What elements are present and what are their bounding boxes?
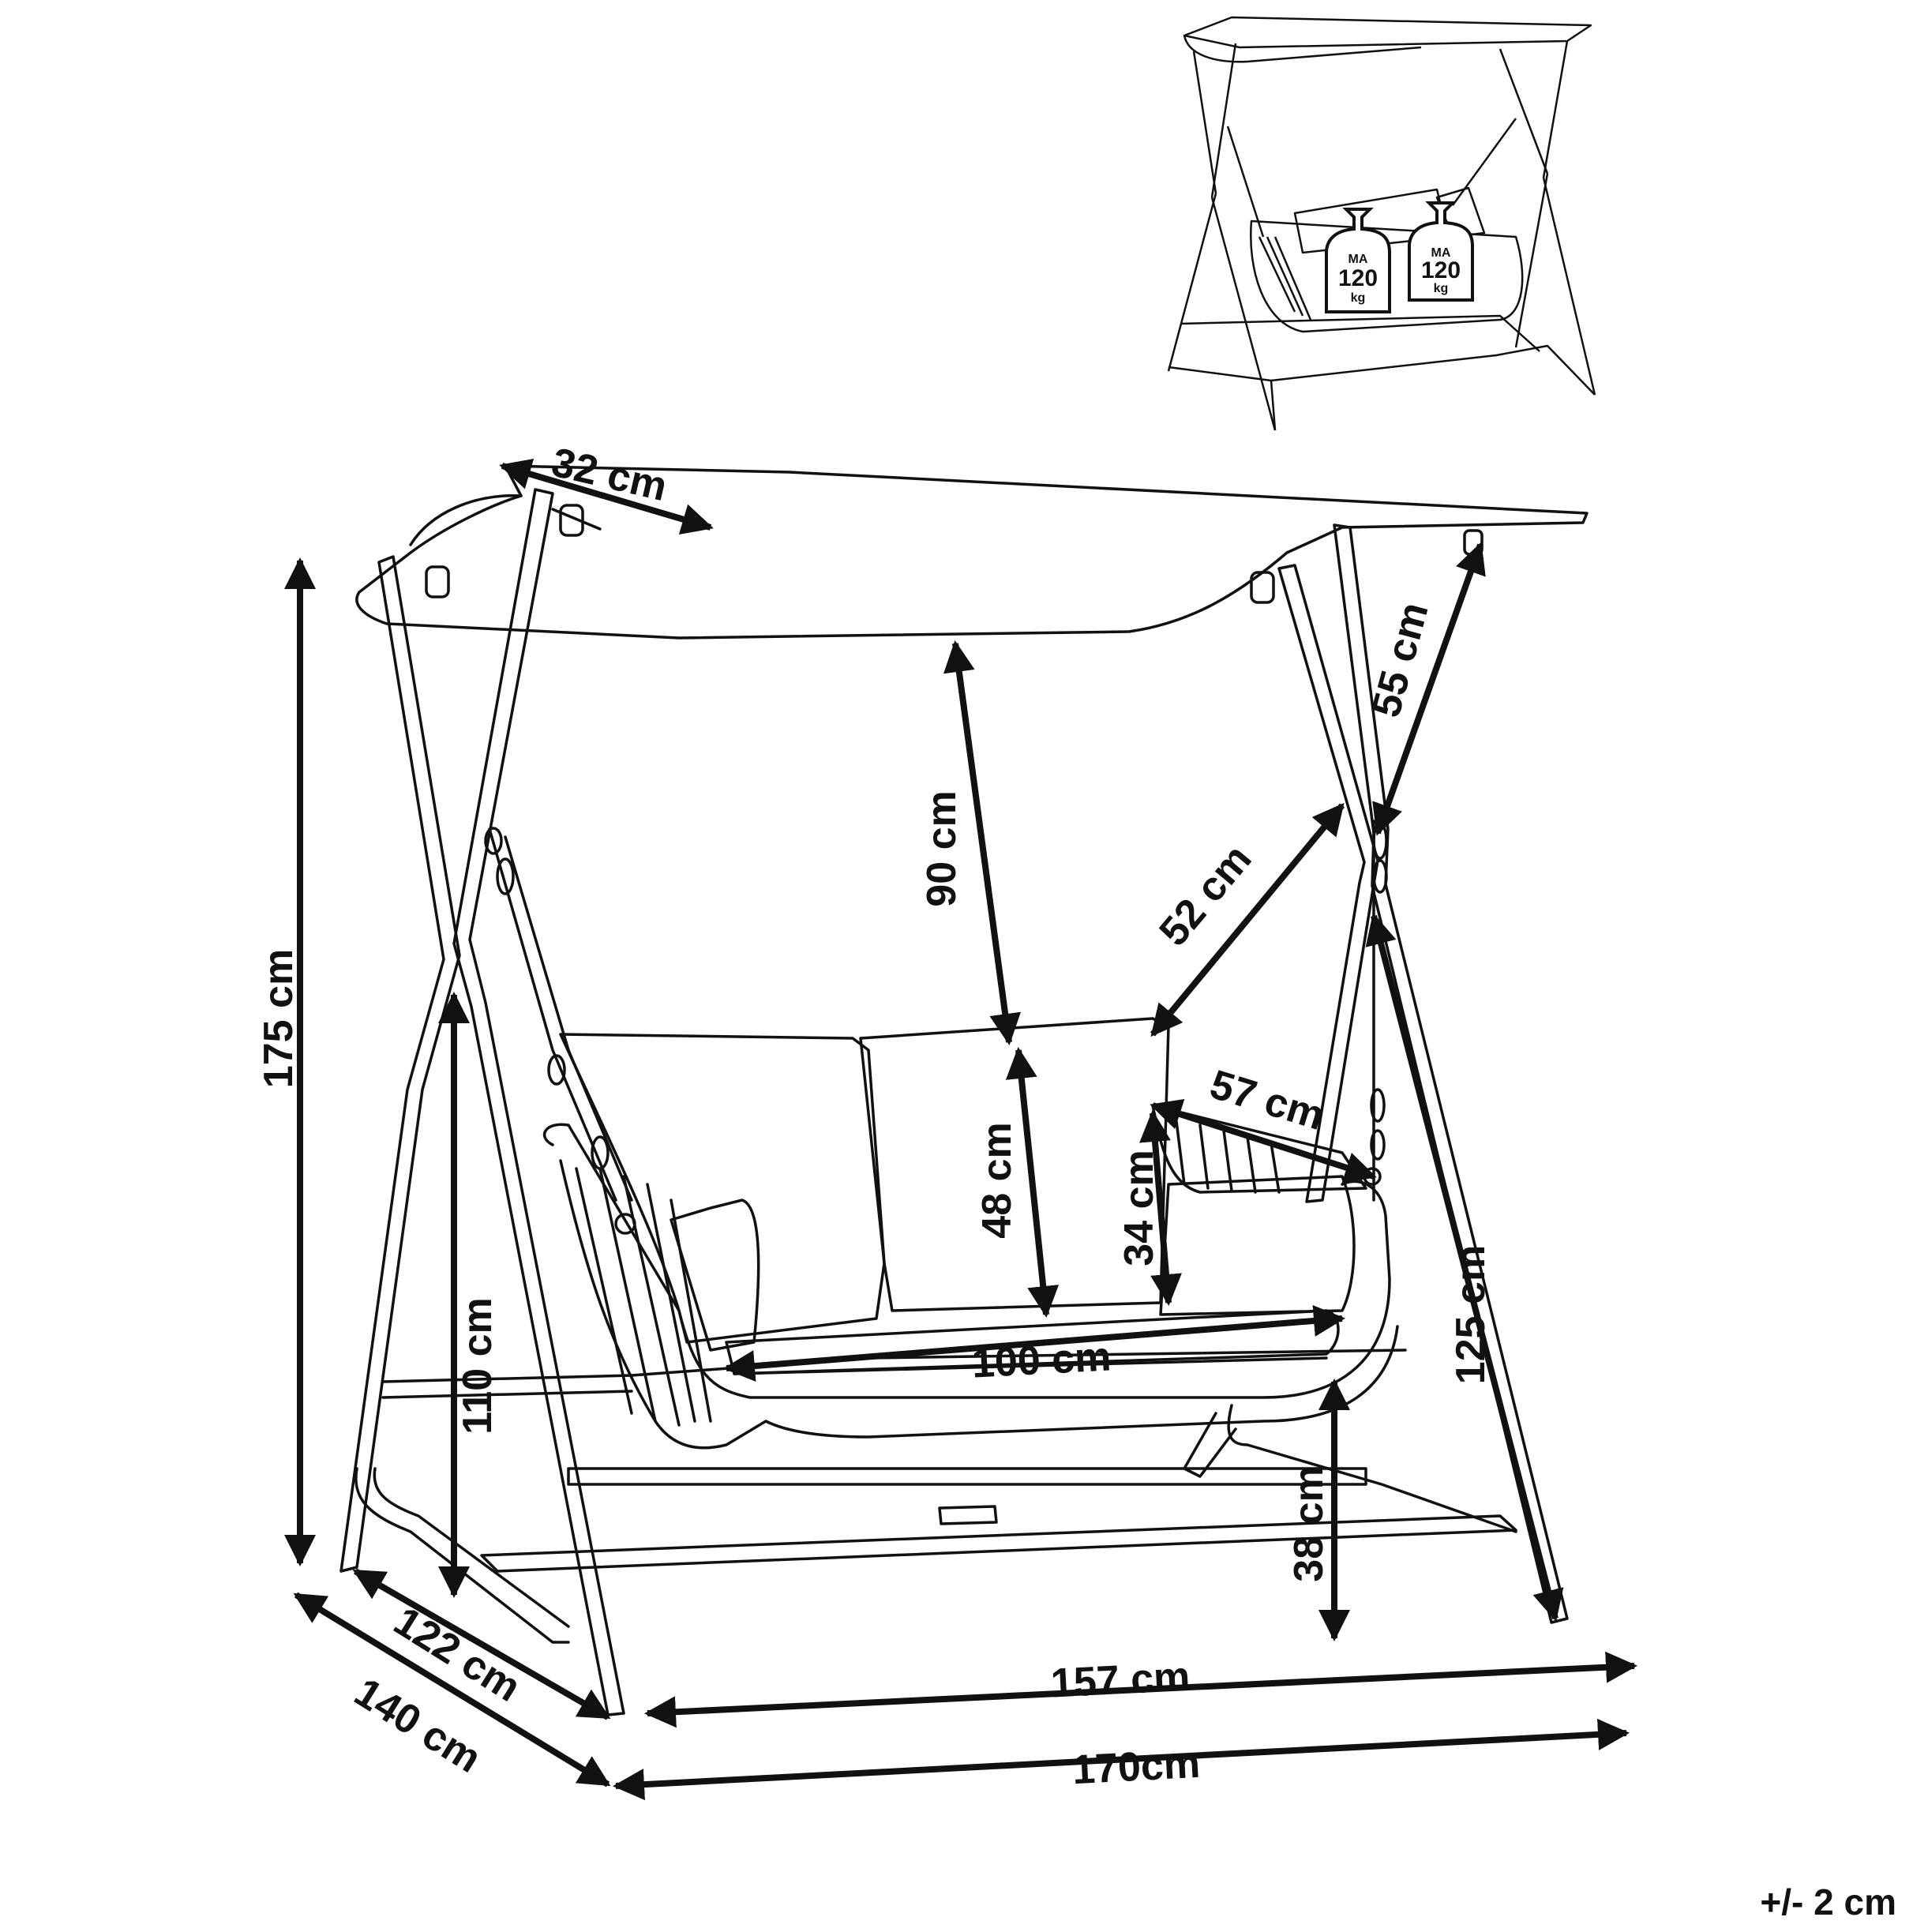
weight-badge-value: 120 xyxy=(1421,257,1461,283)
label-overall-height: 175 cm xyxy=(256,949,302,1088)
tolerance-note: +/- 2 cm xyxy=(1760,1881,1896,1923)
thumbnail-frame-right-back xyxy=(1499,48,1549,174)
arrow-seat-width xyxy=(723,1304,1345,1382)
frame-left-front-tube xyxy=(452,488,625,1716)
label-canopy-to-seat-back: 90 cm xyxy=(919,790,965,906)
arrow-canopy-to-hook xyxy=(1372,542,1486,836)
thumbnail-canopy xyxy=(1183,16,1592,49)
base-crossbar xyxy=(480,1514,1517,1573)
canopy-clip xyxy=(425,565,450,598)
thumbnail-frame-left-back xyxy=(1192,51,1217,194)
canopy-clip xyxy=(1250,571,1275,604)
arrow-seat-width-top xyxy=(1150,1098,1377,1184)
weight-badge-prefix: MA xyxy=(1431,246,1451,260)
label-seat-back-height: 48 cm xyxy=(974,1122,1020,1238)
dimension-arrows xyxy=(284,459,1637,1801)
base-right-runner xyxy=(1227,1404,1517,1533)
weight-icon xyxy=(1408,201,1474,302)
weight-badge-unit: kg xyxy=(1351,291,1366,305)
label-seat-height: 110 cm xyxy=(455,1297,501,1435)
cushion-side-right xyxy=(1159,1175,1356,1316)
label-outer-width: 170cm xyxy=(1071,1741,1202,1793)
arrow-inner-width xyxy=(644,1651,1637,1728)
frame-left-back-tube xyxy=(339,555,461,1573)
weight-badge-unit: kg xyxy=(1434,282,1449,295)
canopy xyxy=(355,464,1589,640)
weight-badge-2: MA 120 kg xyxy=(1408,201,1474,302)
arrow-armrest-height xyxy=(1139,1110,1182,1306)
thumbnail-frame-right-front xyxy=(1542,177,1596,396)
label-hanging-chain: 52 cm xyxy=(1150,836,1260,955)
base-center-bar xyxy=(567,1467,1367,1486)
label-seat-clearance: 38 cm xyxy=(1286,1465,1332,1581)
arrow-front-leg-height xyxy=(1365,913,1564,1622)
weight-badge-1: MA 120 kg xyxy=(1325,208,1391,313)
arrow-canopy-depth xyxy=(499,459,714,535)
arrow-outer-width xyxy=(613,1718,1630,1801)
weight-badge-prefix: MA xyxy=(1348,253,1368,266)
base-left-runner xyxy=(354,1467,570,1644)
arrow-outer-depth xyxy=(293,1592,611,1788)
label-seat-width: 100 cm xyxy=(971,1334,1112,1386)
weight-badge-value: 120 xyxy=(1338,265,1378,291)
cushion-back-left xyxy=(559,1033,886,1344)
thumbnail-seat xyxy=(1250,219,1524,333)
label-inner-width: 157 cm xyxy=(1050,1653,1191,1706)
arrow-seat-back-height xyxy=(1005,1047,1060,1318)
arrow-canopy-to-seat-back xyxy=(943,640,1022,1045)
label-armrest-height: 34 cm xyxy=(1116,1150,1162,1266)
label-front-leg-height: 125 cm xyxy=(1448,1245,1494,1384)
thumbnail-base xyxy=(1168,344,1596,396)
thumbnail-frame-left-front xyxy=(1210,197,1277,431)
frame-right-back-tube xyxy=(1277,564,1379,1203)
weight-icon xyxy=(1325,208,1391,313)
dimension-labels: 32 cm 90 cm 55 cm 52 cm 57 cm 48 cm 34 c… xyxy=(256,440,1494,1794)
arrow-hanging-chain xyxy=(1150,802,1345,1037)
thumbnail-swing xyxy=(1167,16,1596,431)
